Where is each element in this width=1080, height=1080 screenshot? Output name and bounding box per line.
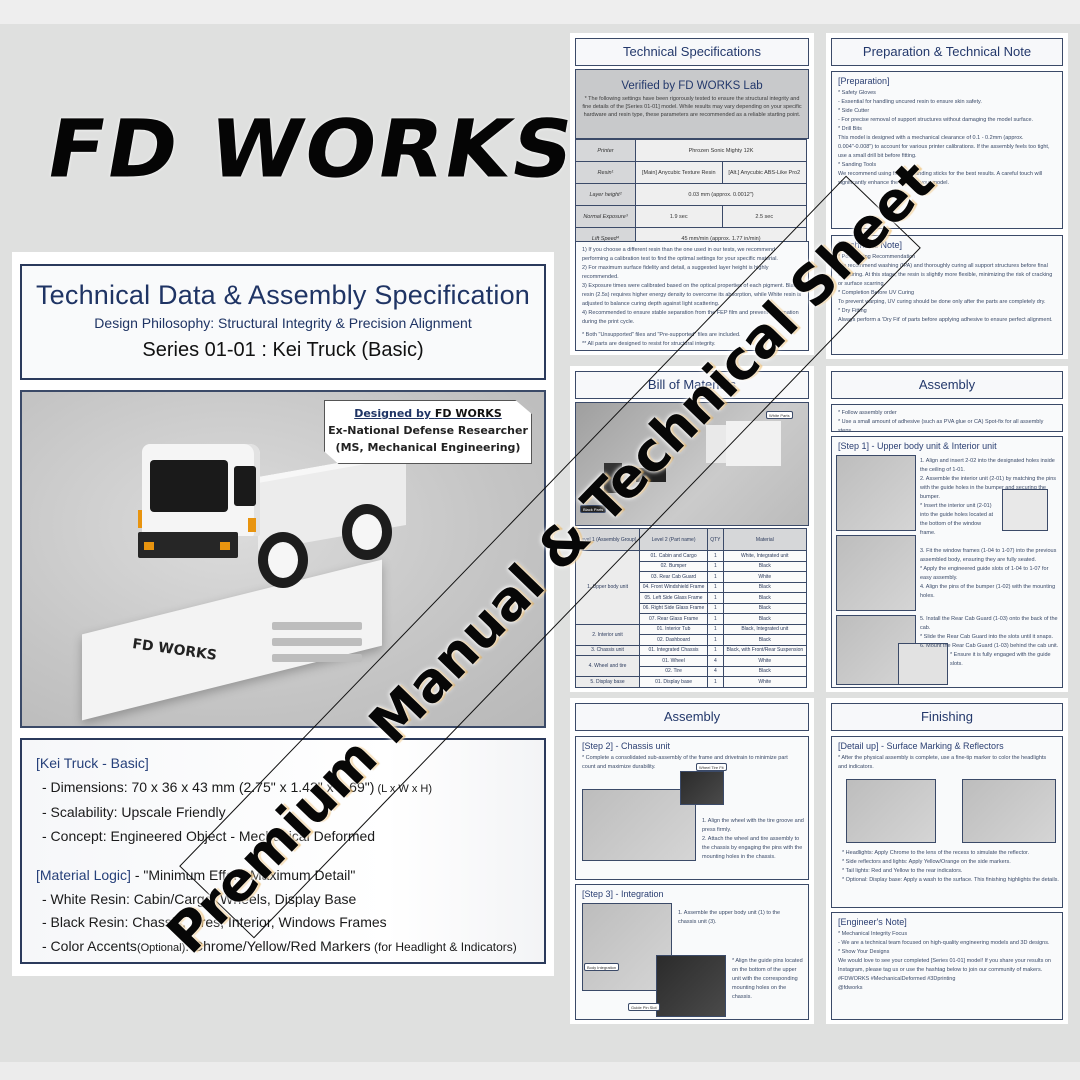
step1-instructions-b: 3. Fit the window frames (1-04 to 1-07) … bbox=[920, 548, 1057, 599]
engineers-note-section: [Engineer's Note] * Mechanical Integrity… bbox=[831, 912, 1063, 1020]
spec-heading-material: [Material Logic] - "Minimum Effort, Maxi… bbox=[36, 867, 356, 883]
tag-guide-pin: Guide Pin Slot bbox=[628, 1003, 660, 1011]
base-vent bbox=[272, 654, 362, 662]
finished-model-front-image bbox=[846, 779, 936, 843]
series-label: Series 01-01 : Kei Truck (Basic) bbox=[142, 339, 424, 361]
step2-section: [Step 2] - Chassis unit * Complete a con… bbox=[575, 736, 809, 880]
parts-photo: White Parts Black Parts bbox=[575, 402, 809, 526]
step1-section: [Step 1] - Upper body unit & Interior un… bbox=[831, 436, 1063, 688]
panel-technical-specifications: Technical Specifications Verified by FD … bbox=[570, 33, 814, 355]
verified-title: Verified by FD WORKS Lab bbox=[621, 80, 763, 92]
panel-title: Technical Specifications bbox=[575, 38, 809, 66]
spec-white-resin: - White Resin: Cabin/Cargo, Wheels, Disp… bbox=[42, 890, 357, 907]
panel-preparation: Preparation & Technical Note [Preparatio… bbox=[826, 33, 1068, 359]
panel-title: Assembly bbox=[831, 371, 1063, 399]
badge-line1: Designed by FD WORKS bbox=[354, 407, 502, 420]
step1-image-2 bbox=[836, 535, 916, 611]
step1-instructions: 1. Align and insert 2-02 into the design… bbox=[920, 458, 1057, 536]
corner-light-right bbox=[248, 518, 256, 532]
detail-up-section: [Detail up] - Surface Marking & Reflecto… bbox=[831, 736, 1063, 908]
integration-image-1 bbox=[582, 903, 672, 991]
front-wheel bbox=[258, 532, 308, 588]
truck-windshield bbox=[150, 460, 228, 512]
brand-logo: FD WORKS bbox=[39, 102, 583, 196]
step3-instruction-1: 1. Assemble the upper body unit (1) to t… bbox=[678, 910, 781, 925]
finished-model-rear-image bbox=[962, 779, 1056, 843]
badge-line2: Ex-National Defense Researcher bbox=[328, 424, 528, 437]
panel-title: Assembly bbox=[575, 703, 809, 731]
panel-assembly-step2-3: Assembly [Step 2] - Chassis unit * Compl… bbox=[570, 698, 814, 1024]
truck-side-window bbox=[234, 466, 256, 506]
spec-dimensions: - Dimensions: 70 x 36 x 43 mm (2.75" x 1… bbox=[42, 778, 433, 795]
assembly-intro: * Follow assembly order * Use a small am… bbox=[831, 404, 1063, 432]
panel-finishing: Finishing [Detail up] - Surface Marking … bbox=[826, 698, 1068, 1024]
specs-box: [Kei Truck - Basic] - Dimensions: 70 x 3… bbox=[20, 738, 546, 964]
indicator-right bbox=[220, 542, 230, 550]
hashtag-text: #FDWORKS #MechanicalDeformed #3Dprinting bbox=[838, 976, 956, 982]
bom-table: Level 1 (Assembly Group) Level 2 (Part n… bbox=[574, 528, 808, 688]
photo-tag-black-parts: Black Parts bbox=[580, 505, 607, 513]
product-photo: FD WORKS Designed by FD WORKS Ex-Nationa… bbox=[20, 390, 546, 728]
panel-assembly-step1: Assembly * Follow assembly order * Use a… bbox=[826, 366, 1068, 692]
step2-instructions: 1. Align the wheel with the tire groove … bbox=[702, 818, 804, 860]
preparation-section: [Preparation] * Safety Gloves - Essentia… bbox=[831, 71, 1063, 229]
step1-detail-image bbox=[1002, 489, 1048, 531]
detail-list: * Headlights: Apply Chrome to the lens o… bbox=[842, 850, 1059, 883]
verified-box: Verified by FD WORKS Lab * The following… bbox=[575, 69, 809, 139]
step3-section: [Step 3] - Integration Body Integration … bbox=[575, 884, 809, 1020]
spec-black-resin: - Black Resin: Chassis, Tires, Interior,… bbox=[42, 914, 387, 930]
panel-title: Bill of Materials bbox=[575, 371, 809, 399]
bottom-strip bbox=[0, 1062, 1080, 1080]
spec-color-accents: - Color Accents(Optional): Chrome/Yellow… bbox=[42, 937, 517, 954]
tag-body-integration: Body Integration bbox=[584, 963, 620, 971]
callout-wheel-tire: Wheel Tire Fit bbox=[696, 763, 727, 771]
verified-note: * The following settings have been rigor… bbox=[582, 96, 802, 118]
base-vent bbox=[272, 622, 362, 630]
step1-detail-image-2 bbox=[898, 643, 948, 685]
step1-instructions-c: 5. Install the Rear Cab Guard (1-03) ont… bbox=[920, 616, 1059, 667]
integration-image-2 bbox=[656, 955, 726, 1017]
corner-light-left bbox=[138, 510, 142, 528]
rear-wheel bbox=[342, 504, 392, 560]
page-subtitle: Design Philosophy: Structural Integrity … bbox=[94, 315, 472, 331]
badge-line3: (MS, Mechanical Engineering) bbox=[335, 441, 521, 454]
table-row: Resin¹[Main] Anycubic Texture Resin[Alt.… bbox=[575, 161, 807, 184]
title-box: Technical Data & Assembly Specification … bbox=[20, 264, 546, 380]
indicator-left bbox=[144, 542, 154, 550]
spec-concept: - Concept: Engineered Object - Mechanica… bbox=[42, 827, 376, 844]
step3-instruction-2: * Align the guide pins located on the bo… bbox=[732, 958, 803, 1000]
technical-note-section: [Technical Note] * Post-Curing Recommend… bbox=[831, 235, 1063, 355]
spec-heading-model: [Kei Truck - Basic] bbox=[36, 755, 149, 771]
photo-tag-white-parts: White Parts bbox=[766, 411, 793, 419]
panel-title: Preparation & Technical Note bbox=[831, 38, 1063, 66]
spec-scalability: - Scalability: Upscale Friendly bbox=[42, 804, 226, 820]
step1-image-1 bbox=[836, 455, 916, 531]
wheel-tire-image bbox=[680, 771, 724, 805]
main-sheet: Technical Data & Assembly Specification … bbox=[12, 252, 554, 976]
social-handle: @fdworks bbox=[838, 985, 863, 991]
page-title: Technical Data & Assembly Specification bbox=[35, 280, 531, 310]
designer-badge: Designed by FD WORKS Ex-National Defense… bbox=[324, 400, 532, 464]
panel-title: Finishing bbox=[831, 703, 1063, 731]
base-vent bbox=[272, 638, 362, 646]
chassis-image bbox=[582, 789, 696, 861]
top-strip bbox=[0, 0, 1080, 24]
panel-bill-of-materials: Bill of Materials White Parts Black Part… bbox=[570, 366, 814, 692]
table-header-row: Level 1 (Assembly Group) Level 2 (Part n… bbox=[574, 528, 808, 551]
tech-notes: 1) If you choose a different resin than … bbox=[575, 241, 809, 351]
